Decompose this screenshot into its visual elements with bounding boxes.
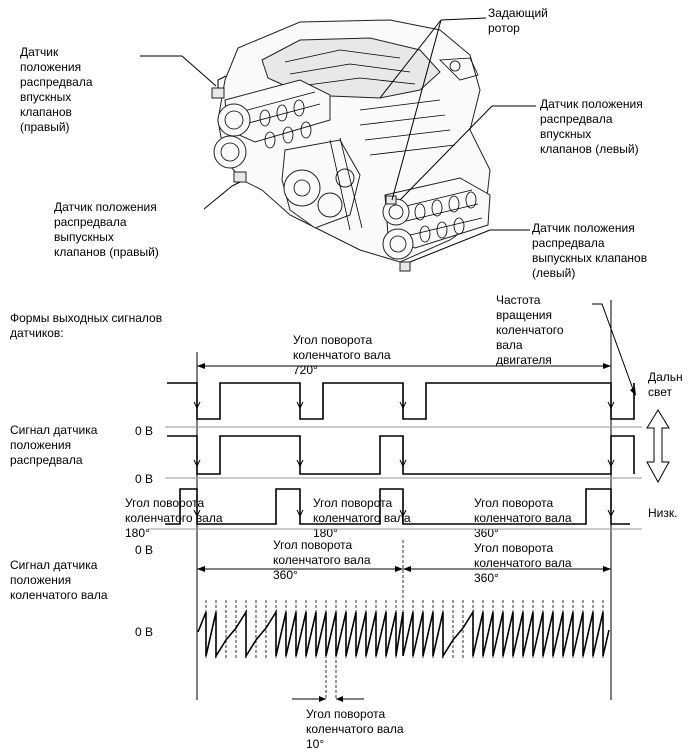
label-angle-180-left: Угол поворота коленчатого вала 180° <box>125 496 223 540</box>
svg-text:коленчатого вала: коленчатого вала <box>125 511 223 525</box>
waveform-graphics <box>148 300 670 702</box>
svg-text:Сигнал датчика: Сигнал датчика <box>10 423 98 437</box>
svg-text:распредвала: распредвала <box>10 453 83 467</box>
label-engine-speed: Частота вращения коленчатого вала двигат… <box>496 293 564 367</box>
label-angle-180-mid: Угол поворота коленчатого вала 180° <box>313 496 411 540</box>
svg-text:Сигнал датчика: Сигнал датчика <box>10 558 98 572</box>
svg-text:клапанов (левый): клапанов (левый) <box>540 142 639 156</box>
label-high: Дальн свет <box>648 370 683 399</box>
svg-text:Угол поворота: Угол поворота <box>125 496 204 510</box>
svg-text:коленчатого вала: коленчатого вала <box>474 511 572 525</box>
svg-text:Угол поворота: Угол поворота <box>474 496 553 510</box>
svg-text:положения: положения <box>20 60 81 74</box>
leader-lines <box>140 17 536 263</box>
label-rotor: Задающий ротор <box>488 6 548 35</box>
label-crank-signal: Сигнал датчика положения коленчатого вал… <box>10 558 108 602</box>
label-exhaust-left: Датчик положения распредвала выпускных к… <box>532 221 647 280</box>
svg-text:коленчатого вала: коленчатого вала <box>313 511 411 525</box>
zero-volt-label: 0 В <box>135 424 153 438</box>
svg-text:Датчик положения: Датчик положения <box>54 200 157 214</box>
svg-text:коленчатого: коленчатого <box>496 323 564 337</box>
svg-text:коленчатого вала: коленчатого вала <box>10 588 108 602</box>
svg-text:вала: вала <box>496 338 523 352</box>
svg-text:коленчатого вала: коленчатого вала <box>273 553 371 567</box>
svg-text:клапанов (правый): клапанов (правый) <box>54 245 159 259</box>
label-angle-360-left: Угол поворота коленчатого вала 360° <box>273 538 371 582</box>
svg-text:впускных: впускных <box>20 90 71 104</box>
svg-text:выпускных: выпускных <box>54 230 114 244</box>
svg-text:(правый): (правый) <box>20 120 70 134</box>
label-angle-360-right: Угол поворота коленчатого вала 360° <box>474 541 572 585</box>
svg-text:распредвала: распредвала <box>20 75 93 89</box>
svg-text:распредвала: распредвала <box>540 112 613 126</box>
label-low: Низк. <box>648 506 677 520</box>
zero-volt-label: 0 В <box>135 543 153 557</box>
label-angle-720: Угол поворота коленчатого вала 720° <box>293 333 391 377</box>
svg-text:распредвала: распредвала <box>532 236 605 250</box>
svg-text:вращения: вращения <box>496 308 552 322</box>
svg-text:выпускных клапанов: выпускных клапанов <box>532 251 647 265</box>
engine-illustration <box>211 19 491 272</box>
svg-text:360°: 360° <box>474 526 499 540</box>
svg-text:Угол поворота: Угол поворота <box>306 707 385 721</box>
svg-text:Частота: Частота <box>496 293 541 307</box>
label-cam-signal: Сигнал датчика положения распредвала <box>10 423 98 467</box>
svg-text:180°: 180° <box>125 526 150 540</box>
label-angle-360-top: Угол поворота коленчатого вала 360° <box>474 496 572 540</box>
svg-text:Датчик положения: Датчик положения <box>540 97 643 111</box>
svg-text:распредвала: распредвала <box>54 215 127 229</box>
label-intake-right: Датчик положения распредвала впускных кл… <box>20 45 93 134</box>
svg-text:коленчатого вала: коленчатого вала <box>306 722 404 736</box>
svg-text:Формы выходных сигналов: Формы выходных сигналов <box>10 311 162 325</box>
label-intake-left: Датчик положения распредвала впускных кл… <box>540 97 643 156</box>
svg-text:10°: 10° <box>306 737 324 751</box>
svg-text:Угол поворота: Угол поворота <box>313 496 392 510</box>
svg-text:720°: 720° <box>293 363 318 377</box>
waveforms-title: Формы выходных сигналов датчиков: <box>10 311 162 340</box>
svg-text:положения: положения <box>10 573 71 587</box>
svg-text:ротор: ротор <box>488 21 520 35</box>
svg-text:положения: положения <box>10 438 71 452</box>
svg-text:двигателя: двигателя <box>496 353 552 367</box>
svg-text:Датчик положения: Датчик положения <box>532 221 635 235</box>
svg-text:Угол поворота: Угол поворота <box>273 538 352 552</box>
svg-text:коленчатого вала: коленчатого вала <box>293 348 391 362</box>
label-exhaust-right: Датчик положения распредвала выпускных к… <box>54 200 159 259</box>
zero-volt-label: 0 В <box>135 625 153 639</box>
svg-text:Угол поворота: Угол поворота <box>293 333 372 347</box>
svg-text:впускных: впускных <box>540 127 591 141</box>
svg-text:Датчик: Датчик <box>20 45 59 59</box>
svg-text:(левый): (левый) <box>532 266 575 280</box>
svg-text:клапанов: клапанов <box>20 105 72 119</box>
zero-volt-label: 0 В <box>135 472 153 486</box>
svg-text:Угол поворота: Угол поворота <box>474 541 553 555</box>
svg-text:Задающий: Задающий <box>488 6 548 20</box>
svg-text:360°: 360° <box>273 568 298 582</box>
svg-text:коленчатого вала: коленчатого вала <box>474 556 572 570</box>
svg-text:360°: 360° <box>474 571 499 585</box>
label-angle-10: Угол поворота коленчатого вала 10° <box>306 707 404 751</box>
svg-text:датчиков:: датчиков: <box>10 326 64 340</box>
svg-text:свет: свет <box>648 385 673 399</box>
svg-text:Дальн: Дальн <box>648 370 683 384</box>
